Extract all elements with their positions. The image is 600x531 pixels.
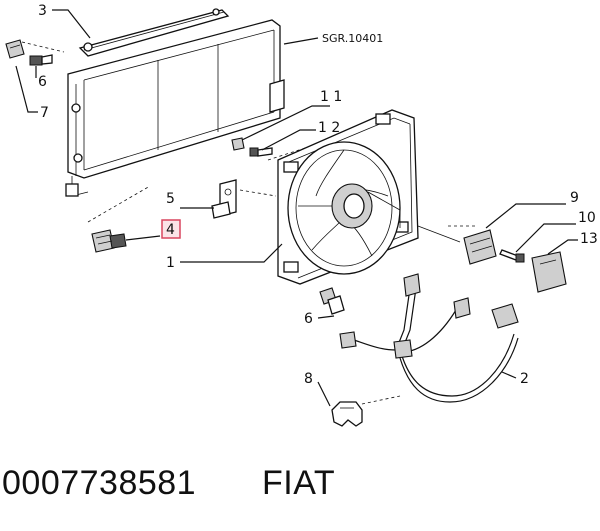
- leader-13: [547, 239, 578, 255]
- brand-name: FIAT: [262, 464, 335, 502]
- cover-part-13: [531, 251, 567, 293]
- resistor-part-9: [463, 229, 497, 265]
- dashed-guide-top-left: [21, 41, 65, 53]
- callout-5: 5: [166, 191, 175, 207]
- callout-7: 7: [40, 105, 49, 121]
- callout-12: 1 2: [318, 120, 340, 136]
- radiator-part: [65, 19, 285, 197]
- clip-part-7: [5, 39, 25, 59]
- wire-to-resistor: [417, 225, 461, 243]
- callout-2: 2: [520, 371, 529, 387]
- cable-clip-part-8: [331, 401, 363, 427]
- leader-10: [515, 223, 576, 253]
- callout-6-bottom: 6: [304, 311, 313, 327]
- leader-9: [485, 203, 566, 229]
- callout-9: 9: [570, 190, 579, 206]
- sensor-part-4: [91, 229, 127, 253]
- callout-10: 10: [578, 210, 596, 226]
- callout-4: 4: [166, 222, 175, 238]
- reference-code: SGR.10401: [322, 32, 383, 45]
- leader-4: [125, 235, 161, 241]
- callout-6-top: 6: [38, 74, 47, 90]
- top-bracket-part: [78, 8, 230, 57]
- callout-3: 3: [38, 3, 47, 19]
- callout-1: 1: [166, 255, 175, 271]
- leader-11: [241, 105, 330, 141]
- screw-part-6-top: [29, 54, 53, 66]
- callout-8: 8: [304, 371, 313, 387]
- fan-shroud-part-1: [277, 109, 419, 285]
- leader-ref-code: [283, 37, 319, 45]
- screw-part-6-bottom: [319, 287, 345, 315]
- highlight-box-4: [161, 219, 181, 239]
- dashed-guide-8: [361, 395, 401, 405]
- dashed-guide-5: [239, 189, 277, 197]
- leader-3: [52, 9, 91, 39]
- screw-part-10: [499, 249, 525, 263]
- callout-13: 13: [580, 231, 598, 247]
- leader-2: [501, 371, 517, 379]
- leader-8: [317, 381, 331, 407]
- dashed-guide-4: [87, 185, 151, 223]
- callout-11: 1 1: [320, 89, 342, 105]
- leader-7: [15, 65, 38, 113]
- part-number: 0007738581: [2, 464, 196, 502]
- wiring-harness-part-2: [339, 273, 519, 403]
- bracket-part-5: [211, 179, 237, 219]
- leader-12: [261, 129, 316, 151]
- leader-1: [180, 243, 283, 263]
- screw-part-12: [249, 147, 273, 157]
- nut-part-11: [231, 137, 245, 151]
- leader-6-bottom: [317, 315, 335, 319]
